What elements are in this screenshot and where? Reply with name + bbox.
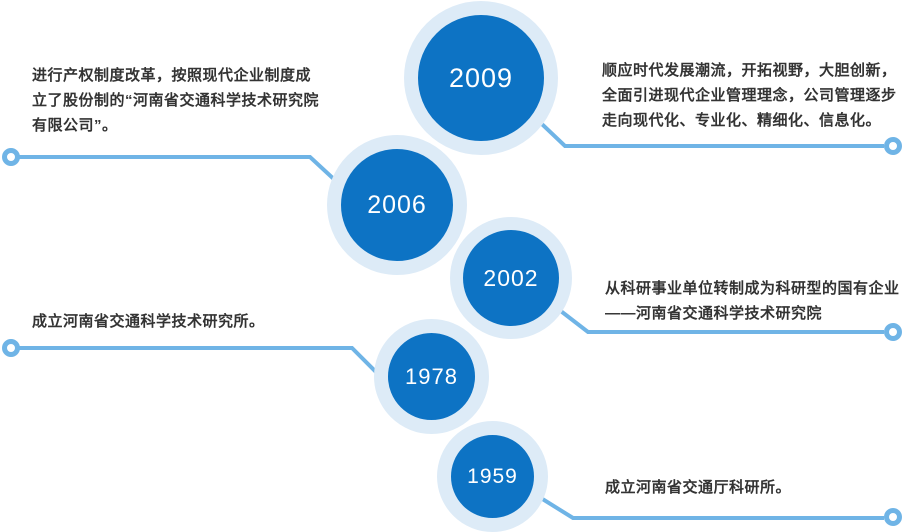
endpoint-node-2006	[2, 148, 20, 166]
year-label-2009: 2009	[448, 62, 514, 93]
event-desc-2006: 进行产权制度改革，按照现代企业制度成 立了股份制的“河南省交通科学技术研究院 有…	[32, 67, 320, 134]
event-desc-2009: 顺应时代发展潮流，开拓视野，大胆创新， 全面引进现代企业管理理念，公司管理逐步 …	[602, 62, 897, 129]
year-circle-2006: 2006	[327, 135, 467, 275]
endpoint-node-1959	[884, 508, 902, 526]
endpoint-node-2002	[884, 323, 902, 341]
year-label-2002: 2002	[483, 264, 539, 291]
event-desc-1959: 成立河南省交通厅科研所。	[605, 479, 792, 496]
year-circle-2009: 2009	[404, 1, 558, 155]
event-desc-2002: 从科研事业单位转制成为科研型的国有企业 ——河南省交通科学技术研究院	[605, 280, 900, 322]
endpoint-node-1978	[2, 339, 20, 357]
endpoint-node-2009	[884, 137, 902, 155]
year-circle-1978: 1978	[374, 319, 489, 434]
year-label-1978: 1978	[405, 363, 458, 389]
year-label-2006: 2006	[367, 190, 427, 219]
connector-2006	[11, 155, 352, 196]
year-circle-1959: 1959	[437, 421, 548, 532]
event-desc-1978: 成立河南省交通科学技术研究所。	[32, 313, 265, 330]
year-circle-2002: 2002	[450, 217, 572, 339]
connector-1978	[11, 346, 392, 388]
year-label-1959: 1959	[467, 464, 518, 488]
